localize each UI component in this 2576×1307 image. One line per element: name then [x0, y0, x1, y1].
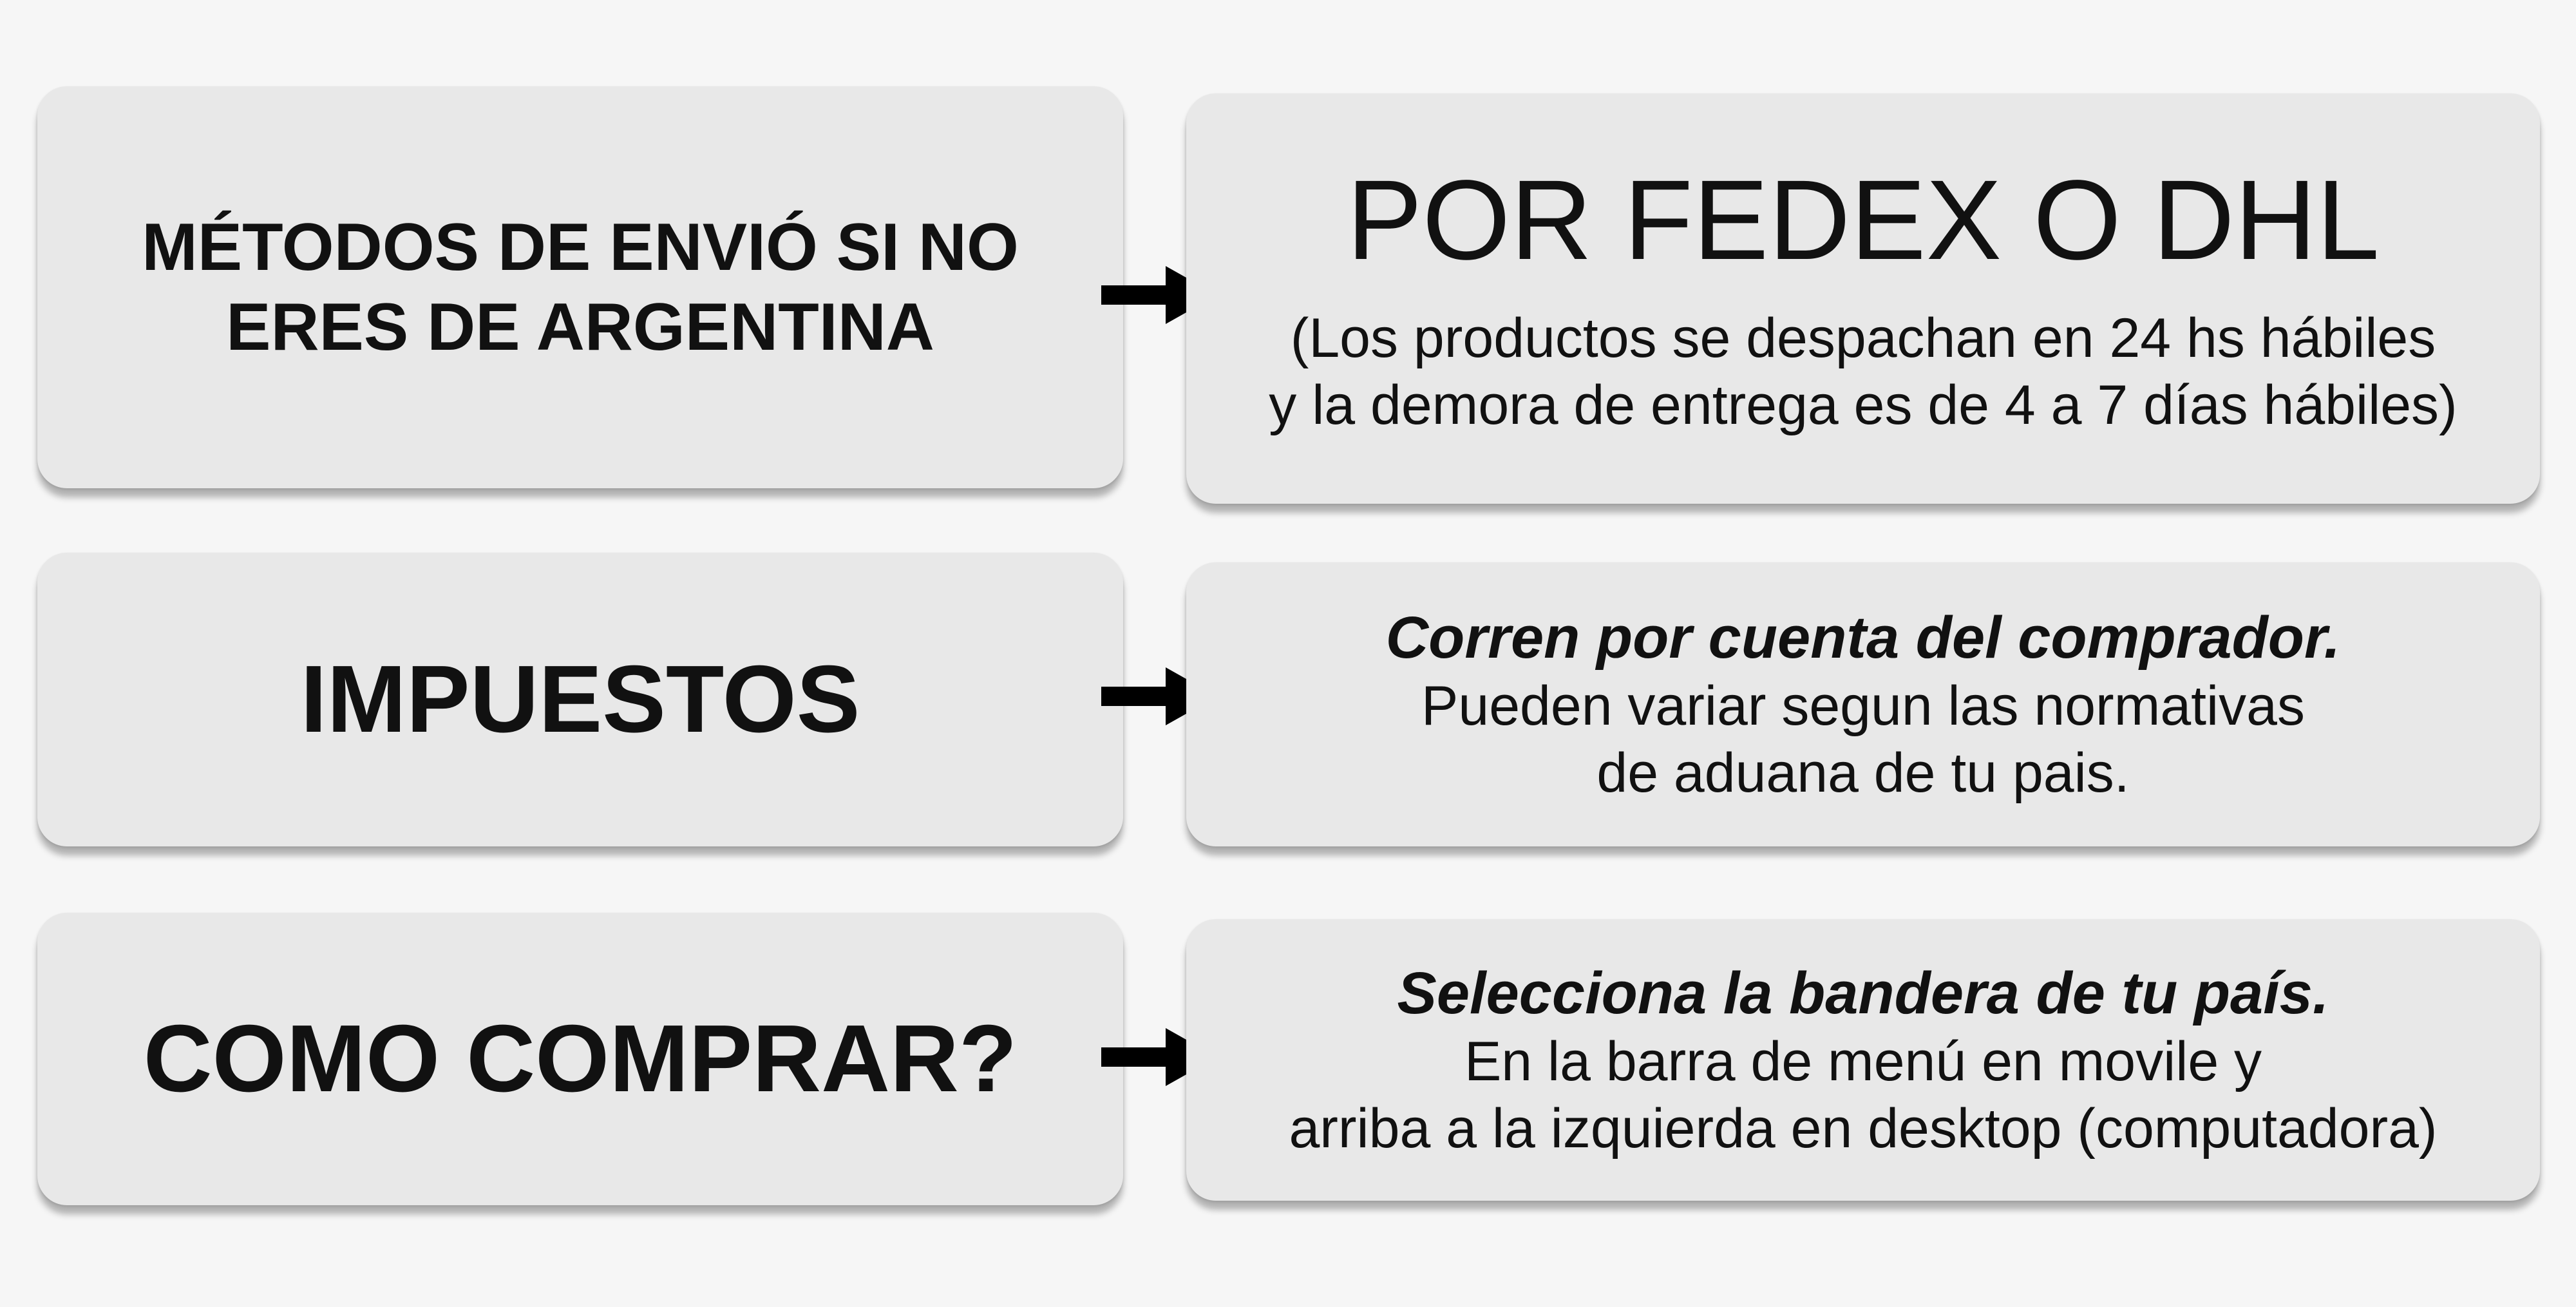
- how-to-buy-heading: COMO COMPRAR?: [143, 1006, 1018, 1112]
- dispatch-time-line: (Los productos se despachan en 24 hs háb…: [1290, 307, 2436, 369]
- carrier-title: POR FEDEX O DHL: [1347, 157, 2380, 283]
- how-to-buy-emphasis: Selecciona la bandera de tu país.: [1397, 960, 2329, 1026]
- delivery-time-line: y la demora de entrega es de 4 a 7 días …: [1269, 374, 2458, 436]
- taxes-heading: IMPUESTOS: [300, 646, 860, 752]
- how-to-buy-line-2: arriba a la izquierda en desktop (comput…: [1289, 1097, 2438, 1159]
- shipping-carriers-box: POR FEDEX O DHL (Los productos se despac…: [1186, 93, 2540, 504]
- taxes-emphasis: Corren por cuenta del comprador.: [1385, 604, 2341, 671]
- how-to-buy-info-box: Selecciona la bandera de tu país. En la …: [1186, 919, 2540, 1201]
- how-to-buy-box: COMO COMPRAR?: [37, 913, 1123, 1205]
- how-to-buy-line-1: En la barra de menú en movile y: [1464, 1030, 2262, 1092]
- taxes-box: IMPUESTOS: [37, 553, 1123, 846]
- taxes-line-1: Pueden variar segun las normativas: [1421, 674, 2305, 737]
- taxes-info-box: Corren por cuenta del comprador. Pueden …: [1186, 562, 2540, 846]
- shipping-methods-box: MÉTODOS DE ENVIÓ SI NO ERES DE ARGENTINA: [37, 86, 1123, 488]
- shipping-methods-heading: MÉTODOS DE ENVIÓ SI NO ERES DE ARGENTINA: [142, 210, 1019, 365]
- taxes-line-2: de aduana de tu pais.: [1596, 741, 2130, 804]
